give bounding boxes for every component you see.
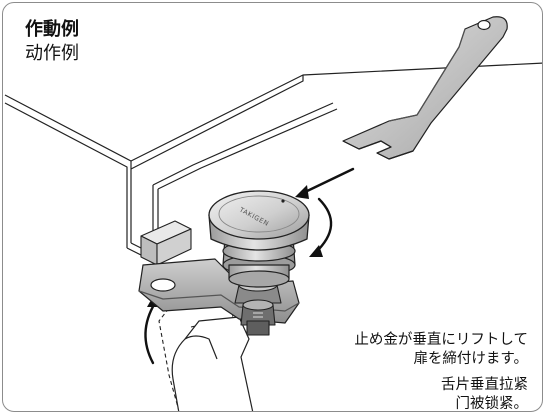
latch-operation-illustration: TAKIGEN bbox=[4, 16, 542, 411]
title-japanese: 作動例 bbox=[25, 19, 79, 40]
caption-chinese-line2: 门被锁紧。 bbox=[455, 396, 529, 412]
rotary-knob bbox=[208, 190, 310, 251]
slide-arrow bbox=[301, 167, 355, 195]
diagram-panel: TAKIGEN 作動例 动作例 止め金が垂直にリフトして 扉を締付けます。 舌片… bbox=[2, 2, 543, 412]
stop-block bbox=[140, 220, 192, 266]
cabinet-frame bbox=[4, 62, 542, 258]
caption-japanese-line2: 扉を締付けます。 bbox=[413, 351, 528, 367]
title-chinese: 动作例 bbox=[25, 43, 79, 64]
caption-chinese-line1: 舌片垂直拉紧 bbox=[441, 377, 528, 393]
rotate-arrow bbox=[313, 197, 333, 255]
caption-japanese-line1: 止め金が垂直にリフトして bbox=[354, 332, 528, 348]
tongue-solid bbox=[171, 316, 254, 411]
strike-bracket bbox=[342, 16, 508, 160]
lift-arrow-left bbox=[144, 301, 157, 365]
